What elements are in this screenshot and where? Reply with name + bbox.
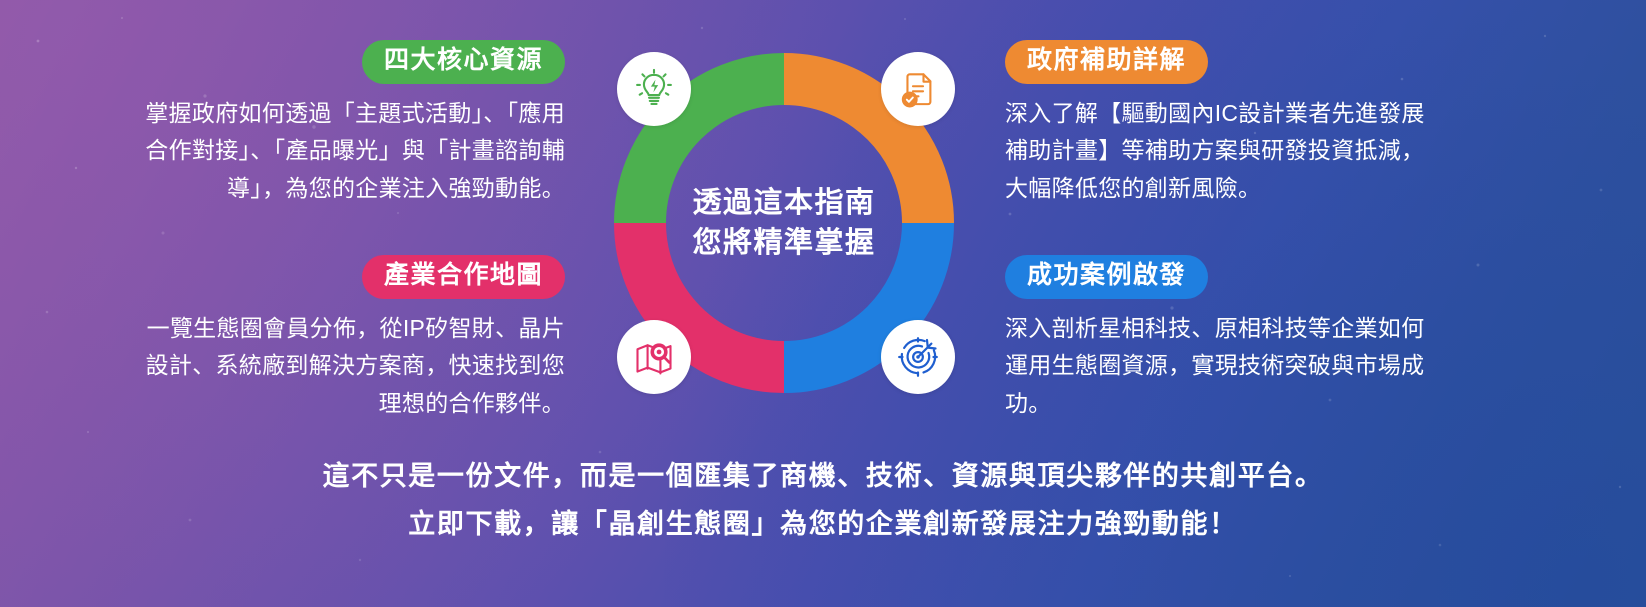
lightbulb-bolt-icon bbox=[632, 67, 676, 111]
icon-badge-four-core-resources[interactable] bbox=[617, 52, 691, 126]
document-check-icon bbox=[896, 67, 940, 111]
pill-label-four-core-resources: 四大核心資源 bbox=[361, 40, 565, 84]
icon-badge-government-subsidy[interactable] bbox=[881, 52, 955, 126]
icon-badge-success-cases[interactable] bbox=[881, 320, 955, 394]
body-text-success-cases: 深入剖析星相科技、原相科技等企業如何運用生態圈資源，實現技術突破與市場成功。 bbox=[1005, 314, 1425, 416]
pill-label-industry-map: 產業合作地圖 bbox=[361, 255, 565, 299]
quadrant-block-bottom-left: 產業合作地圖 一覽生態圈會員分佈，從IP矽智財、晶片設計、系統廠到解決方案商，快… bbox=[145, 255, 565, 422]
quadrant-block-top-left: 四大核心資源 掌握政府如何透過「主題式活動」、「應用合作對接」、「產品曝光」與「… bbox=[145, 40, 565, 207]
pill-label-success-cases: 成功案例啟發 bbox=[1005, 255, 1209, 299]
quadrant-block-top-right: 政府補助詳解 深入了解【驅動國內IC設計業者先進發展補助計畫】等補助方案與研發投… bbox=[1005, 40, 1425, 207]
map-search-icon bbox=[632, 335, 676, 379]
donut-svg bbox=[614, 53, 954, 393]
icon-badge-industry-map[interactable] bbox=[617, 320, 691, 394]
donut-segment-bottom-left bbox=[614, 222, 785, 393]
donut-segment-bottom-right bbox=[783, 222, 954, 393]
footer-line-1: 這不只是一份文件，而是一個匯集了商機、技術、資源與頂尖夥伴的共創平台。 bbox=[322, 461, 1324, 491]
donut-segment-top-left bbox=[614, 53, 785, 224]
body-text-four-core-resources: 掌握政府如何透過「主題式活動」、「應用合作對接」、「產品曝光」與「計畫諮詢輔導」… bbox=[145, 99, 565, 201]
donut-segment-top-right bbox=[783, 53, 954, 224]
body-text-industry-map: 一覽生態圈會員分佈，從IP矽智財、晶片設計、系統廠到解決方案商，快速找到您理想的… bbox=[145, 314, 565, 416]
body-text-government-subsidy: 深入了解【驅動國內IC設計業者先進發展補助計畫】等補助方案與研發投資抵減，大幅降… bbox=[1005, 99, 1425, 201]
footer-line-2: 立即下載，讓「晶創生態圈」為您的企業創新發展注力強勁動能！ bbox=[408, 509, 1238, 540]
target-arrow-icon bbox=[896, 335, 940, 379]
pill-label-government-subsidy: 政府補助詳解 bbox=[1005, 40, 1209, 84]
quadrant-block-bottom-right: 成功案例啟發 深入剖析星相科技、原相科技等企業如何運用生態圈資源，實現技術突破與… bbox=[1005, 255, 1425, 422]
footer-message: 這不只是一份文件，而是一個匯集了商機、技術、資源與頂尖夥伴的共創平台。 立即下載… bbox=[0, 452, 1646, 548]
